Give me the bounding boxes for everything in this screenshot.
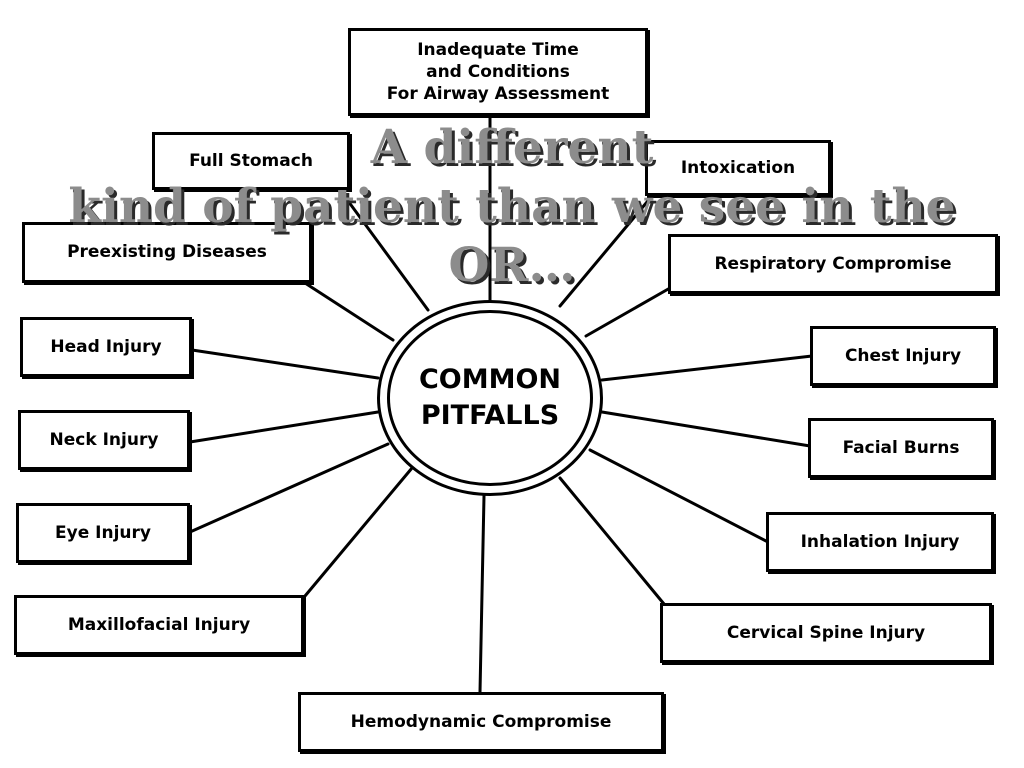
connector-intoxication xyxy=(558,194,654,308)
connector-cervical-spine-injury xyxy=(558,476,666,606)
head-injury-label: Head Injury xyxy=(50,336,162,357)
airway-assessment-line2: and Conditions xyxy=(426,61,570,82)
eye-injury-label: Eye Injury xyxy=(55,522,151,543)
hemodynamic-compromise-label: Hemodynamic Compromise xyxy=(350,711,612,732)
connector-hemodynamic-compromise xyxy=(478,494,486,694)
box-facial-burns: Facial Burns xyxy=(808,418,994,478)
connector-full-stomach xyxy=(338,188,430,312)
box-maxillofacial-injury: Maxillofacial Injury xyxy=(14,595,304,655)
connector-preexisting-diseases xyxy=(303,281,395,342)
maxillofacial-injury-label: Maxillofacial Injury xyxy=(67,614,251,635)
cervical-spine-injury-label: Cervical Spine Injury xyxy=(726,622,926,643)
connector-chest-injury xyxy=(600,354,814,382)
hub-label-line1: COMMON xyxy=(418,363,562,395)
box-intoxication: Intoxication xyxy=(645,140,831,196)
box-respiratory-compromise: Respiratory Compromise xyxy=(668,234,998,294)
chest-injury-label: Chest Injury xyxy=(844,345,962,366)
respiratory-compromise-label: Respiratory Compromise xyxy=(714,253,952,274)
neck-injury-label: Neck Injury xyxy=(49,429,159,450)
preexisting-diseases-label: Preexisting Diseases xyxy=(67,242,267,263)
box-neck-injury: Neck Injury xyxy=(18,410,190,470)
connector-eye-injury xyxy=(188,442,390,534)
connector-facial-burns xyxy=(600,410,812,448)
connector-maxillofacial-injury xyxy=(298,466,414,604)
box-head-injury: Head Injury xyxy=(20,317,192,377)
connector-neck-injury xyxy=(188,410,380,444)
hub-label-line2: PITFALLS xyxy=(420,400,560,431)
connector-head-injury xyxy=(190,348,380,380)
box-inhalation-injury: Inhalation Injury xyxy=(766,512,994,572)
full-stomach-label: Full Stomach xyxy=(189,150,313,171)
box-eye-injury: Eye Injury xyxy=(16,503,190,563)
inhalation-injury-label: Inhalation Injury xyxy=(800,531,960,552)
box-chest-injury: Chest Injury xyxy=(810,326,996,386)
connector-respiratory-compromise xyxy=(584,286,672,338)
box-cervical-spine-injury: Cervical Spine Injury xyxy=(660,603,992,663)
box-preexisting-diseases: Preexisting Diseases xyxy=(22,222,312,283)
box-airway-assessment: Inadequate Time and Conditions For Airwa… xyxy=(348,28,648,116)
connector-inhalation-injury xyxy=(588,448,770,544)
hub-inner-ring: COMMON PITFALLS xyxy=(387,310,593,486)
airway-assessment-line1: Inadequate Time xyxy=(417,39,579,60)
box-full-stomach: Full Stomach xyxy=(152,132,350,190)
airway-assessment-line3: For Airway Assessment xyxy=(386,84,610,105)
facial-burns-label: Facial Burns xyxy=(842,437,960,458)
common-pitfalls-hub: COMMON PITFALLS xyxy=(377,300,603,496)
intoxication-label: Intoxication xyxy=(680,157,796,178)
box-hemodynamic-compromise: Hemodynamic Compromise xyxy=(298,692,664,752)
